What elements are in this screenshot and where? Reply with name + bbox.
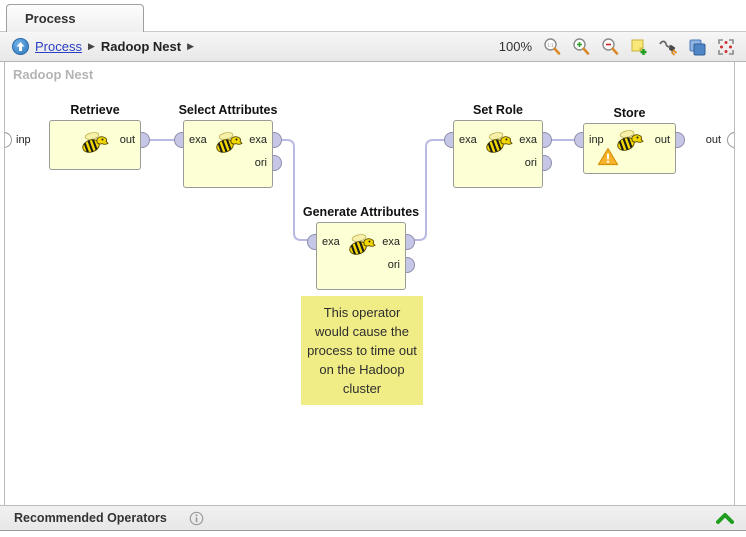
breadcrumb: Process ▶ Radoop Nest ▶ [0, 38, 194, 55]
info-icon[interactable] [189, 511, 204, 526]
add-note-icon[interactable] [629, 37, 649, 57]
breadcrumb-separator-icon: ▶ [87, 41, 95, 51]
up-arrow-icon[interactable] [12, 38, 29, 55]
operator-title: Generate Attributes [302, 205, 420, 219]
operator-retrieve[interactable]: Retrieve out [49, 103, 150, 170]
operator-store[interactable]: Store inp out [574, 106, 685, 174]
port-label: out [119, 134, 135, 146]
svg-text:1:1: 1:1 [547, 42, 554, 47]
canvas-output-port-label: out [705, 134, 721, 146]
tab-process[interactable]: Process [6, 4, 144, 32]
process-note[interactable]: This operator would cause the process to… [301, 296, 423, 405]
tab-process-label: Process [25, 11, 76, 26]
recommended-operators-title: Recommended Operators [14, 511, 167, 525]
port-label: exa [382, 236, 400, 248]
canvas-input-port-label: inp [16, 134, 31, 146]
operator-title: Select Attributes [178, 103, 278, 117]
zoom-out-icon[interactable] [600, 37, 620, 57]
canvas-title: Radoop Nest [13, 67, 94, 82]
breadcrumb-current-radoop-nest[interactable]: Radoop Nest [100, 39, 182, 54]
connection[interactable] [281, 139, 308, 241]
port-label: exa [519, 134, 537, 146]
port-label: inp [589, 134, 604, 146]
warning-icon [597, 147, 619, 171]
zoom-level-label: 100% [498, 39, 532, 54]
connection[interactable] [414, 139, 445, 241]
port-label: exa [459, 134, 477, 146]
process-canvas[interactable]: Radoop Nest inp out Retrieve out [4, 62, 735, 505]
extract-subprocess-icon[interactable] [687, 37, 707, 57]
operator-box [183, 120, 273, 188]
operator-title: Retrieve [70, 103, 120, 117]
fit-view-icon[interactable] [716, 37, 736, 57]
operator-set-role[interactable]: Set Role exa exa ori [444, 103, 552, 188]
auto-wire-icon[interactable] [658, 37, 678, 57]
zoom-in-icon[interactable] [571, 37, 591, 57]
hive-bee-icon [346, 231, 376, 264]
operator-select-attributes[interactable]: Select Attributes exa exa ori [174, 103, 282, 188]
connections-layer [149, 139, 575, 241]
zoom-reset-icon[interactable]: 1:1 [542, 37, 562, 57]
port-label: ori [254, 157, 267, 169]
operator-title: Set Role [472, 103, 524, 117]
zoom-toolbar: 100% 1:1 [499, 37, 746, 57]
breadcrumb-link-process[interactable]: Process [35, 39, 82, 54]
hive-bee-icon [483, 129, 513, 162]
chevron-up-icon[interactable] [716, 512, 734, 525]
port-label: ori [524, 157, 537, 169]
port-label: exa [322, 236, 340, 248]
recommended-operators-bar[interactable]: Recommended Operators [0, 505, 746, 531]
toolbar: Process ▶ Radoop Nest ▶ 100% 1:1 [0, 31, 746, 62]
operator-generate-attributes[interactable]: Generate Attributes exa exa ori [303, 205, 419, 290]
port-label: exa [189, 134, 207, 146]
operator-box [453, 120, 543, 188]
hive-bee-icon [614, 127, 644, 160]
hive-bee-icon [213, 129, 243, 162]
operator-title: Store [613, 106, 646, 120]
port-label: ori [387, 259, 400, 271]
operator-box [316, 222, 406, 290]
hive-bee-icon [79, 129, 109, 162]
port-label: out [654, 134, 670, 146]
port-label: exa [249, 134, 267, 146]
breadcrumb-separator-icon: ▶ [187, 41, 194, 51]
